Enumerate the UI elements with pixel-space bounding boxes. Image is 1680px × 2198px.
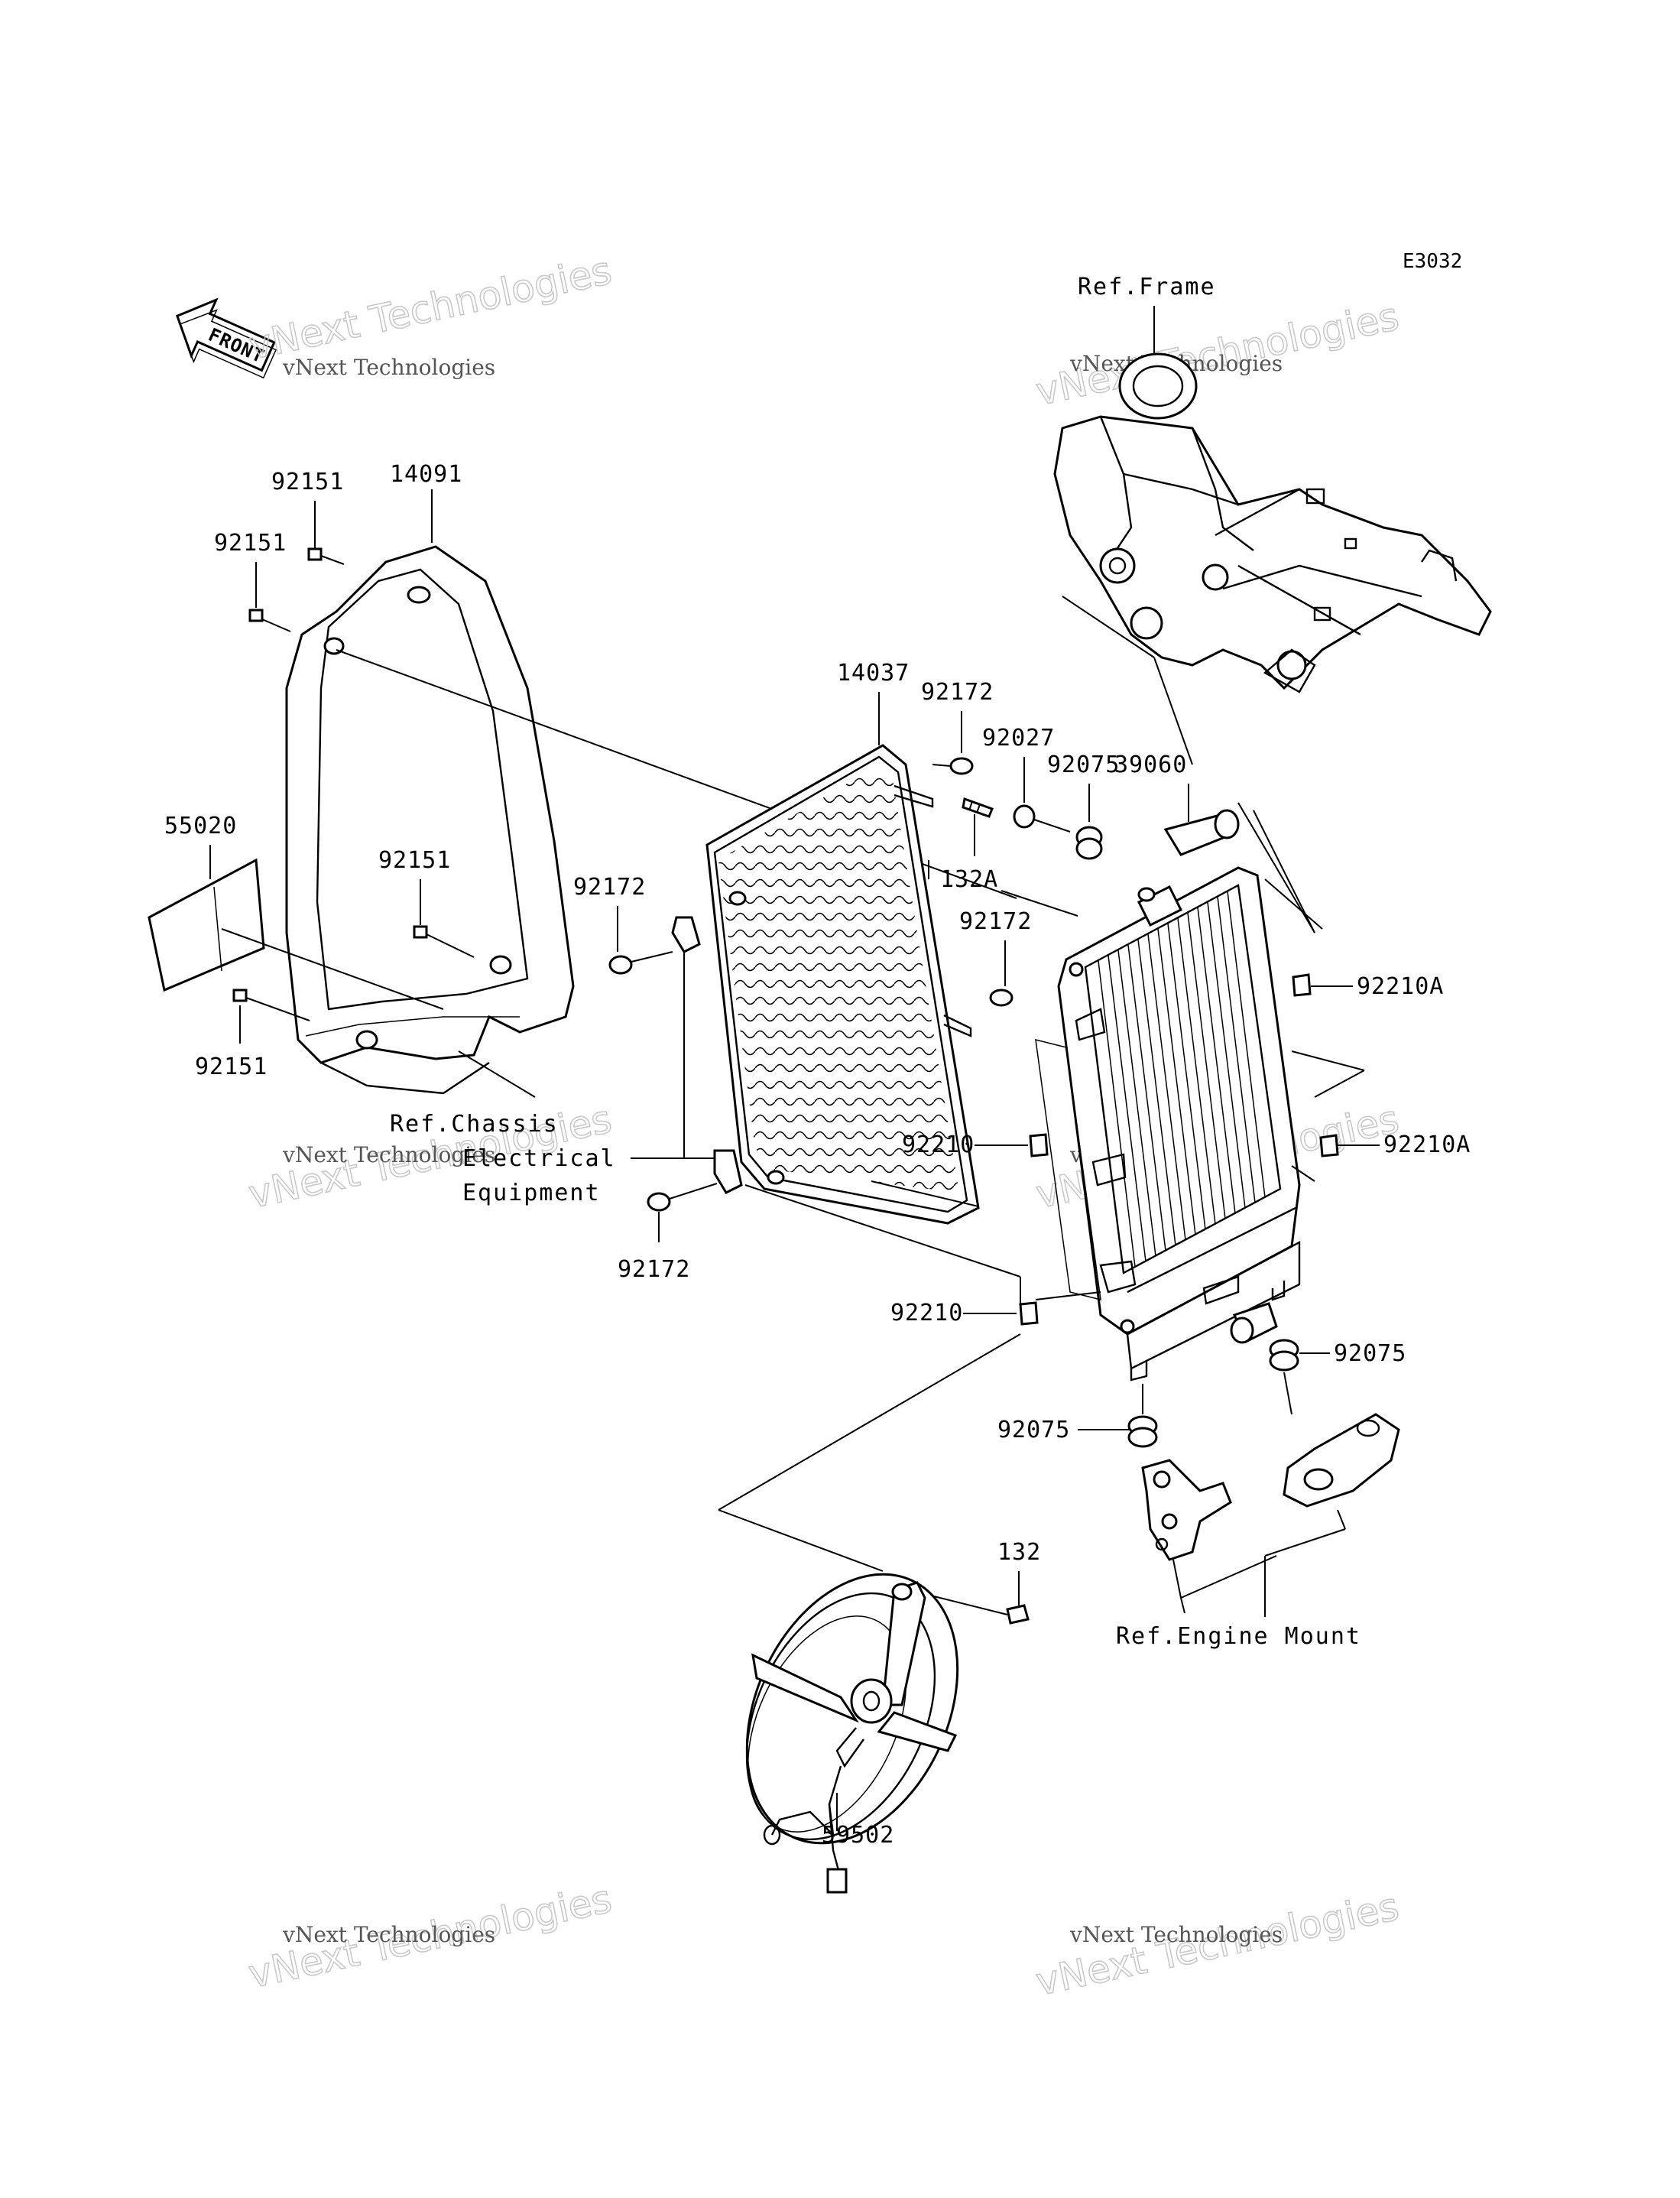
label-39060: 39060 bbox=[1114, 752, 1187, 778]
label-92210-lower: 92210 bbox=[890, 1300, 963, 1326]
watermark-bottom-left: vNext Technologies vNext Technologies bbox=[245, 1876, 616, 1998]
svg-text:vNext Technologies: vNext Technologies bbox=[282, 1142, 495, 1167]
radiator-shroud bbox=[285, 545, 575, 1095]
label-92210A-upper: 92210A bbox=[1357, 973, 1444, 1000]
svg-text:vNext Technologies: vNext Technologies bbox=[245, 248, 615, 368]
label-92151-bottom: 92151 bbox=[195, 1054, 268, 1080]
svg-text:vNext Technologies: vNext Technologies bbox=[282, 355, 495, 380]
screw-92172-top bbox=[932, 757, 974, 775]
label-132: 132 bbox=[997, 1539, 1041, 1566]
label-92151-second: 92151 bbox=[214, 530, 287, 557]
label-92172-right: 92172 bbox=[959, 908, 1032, 935]
screen-bracket-upper bbox=[671, 916, 701, 953]
decal-55020 bbox=[148, 858, 265, 992]
screw-92172-right bbox=[989, 989, 1014, 1007]
ref-frame-label: Ref.Frame bbox=[1078, 274, 1216, 300]
bolt-132A bbox=[962, 797, 994, 818]
radiator-core bbox=[1057, 866, 1301, 1381]
label-92075-right: 92075 bbox=[1334, 1340, 1406, 1367]
label-92172-left: 92172 bbox=[573, 874, 646, 901]
clip-92210A-lower bbox=[1319, 1134, 1339, 1157]
label-92151-inner: 92151 bbox=[378, 847, 451, 874]
screw-92151-inner bbox=[413, 925, 475, 958]
grommet-92075-mid bbox=[1127, 1415, 1158, 1448]
clip-92210A-upper bbox=[1292, 973, 1312, 997]
screen-bracket-lower bbox=[713, 1149, 743, 1194]
label-92210-upper: 92210 bbox=[902, 1131, 975, 1158]
label-92151-top: 92151 bbox=[271, 469, 344, 495]
ref-engine-mount: Ref.Engine Mount bbox=[1116, 1623, 1361, 1650]
hose-39060 bbox=[1163, 809, 1240, 856]
screw-92151-second bbox=[248, 609, 291, 632]
diagram-code: E3032 bbox=[1403, 250, 1462, 273]
screw-92151-top bbox=[307, 547, 345, 565]
label-55020: 55020 bbox=[164, 813, 237, 839]
svg-text:vNext Technologies: vNext Technologies bbox=[1069, 1922, 1283, 1947]
clip-92210-upper bbox=[1029, 1133, 1049, 1157]
cooling-fan-59502 bbox=[745, 1573, 959, 1894]
screw-92172-bottom bbox=[647, 1183, 718, 1212]
engine-mount-bracket-left bbox=[1141, 1459, 1232, 1561]
screw-92172-left bbox=[608, 951, 673, 975]
grommet-92075-top bbox=[1075, 826, 1103, 860]
label-14091: 14091 bbox=[390, 461, 462, 488]
label-92172-bottom: 92172 bbox=[618, 1256, 690, 1283]
label-59502: 59502 bbox=[822, 1822, 894, 1849]
grommet-92075-right bbox=[1269, 1339, 1299, 1372]
label-92075-mid: 92075 bbox=[997, 1417, 1070, 1443]
ref-chassis-line2: Electrical bbox=[462, 1145, 616, 1172]
label-92210A-lower: 92210A bbox=[1383, 1131, 1471, 1158]
radiator-screen bbox=[705, 744, 980, 1225]
label-132A: 132A bbox=[940, 866, 998, 893]
screw-92151-bottom bbox=[232, 989, 310, 1021]
bolt-132 bbox=[1006, 1604, 1030, 1625]
label-92027: 92027 bbox=[982, 725, 1055, 752]
collar-92027 bbox=[1013, 804, 1071, 833]
ref-chassis-line3: Equipment bbox=[462, 1180, 601, 1206]
watermark-bottom-right: vNext Technologies vNext Technologies bbox=[1032, 1884, 1403, 2005]
watermark-top-left: vNext Technologies vNext Technologies bbox=[245, 248, 616, 380]
label-92172-top: 92172 bbox=[921, 679, 994, 706]
label-92075-top: 92075 bbox=[1047, 752, 1120, 778]
svg-text:vNext Technologies: vNext Technologies bbox=[282, 1922, 495, 1947]
clip-92210-lower bbox=[1019, 1301, 1039, 1326]
watermark-top-right: vNext Technologies vNext Technologies bbox=[1032, 294, 1403, 415]
label-14037: 14037 bbox=[837, 660, 910, 687]
engine-mount-bracket-right bbox=[1283, 1413, 1400, 1508]
frame-section bbox=[1053, 352, 1492, 693]
ref-chassis-line1: Ref.Chassis bbox=[390, 1111, 559, 1138]
